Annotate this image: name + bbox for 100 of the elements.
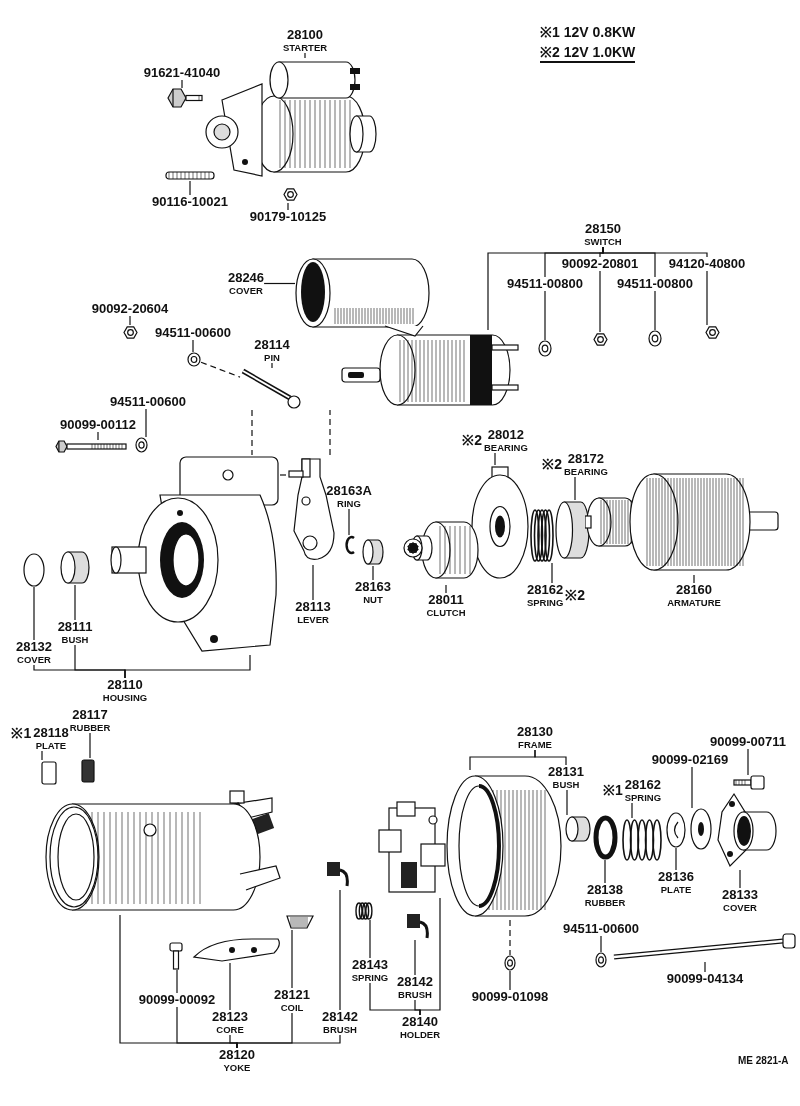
- note-mark: ※1: [602, 783, 623, 798]
- stop-collar-drawing: [362, 538, 384, 566]
- note-mark: ※2: [542, 457, 562, 472]
- leader-line: [33, 586, 35, 641]
- part-number: 90179-10125: [249, 210, 327, 224]
- part-name: RUBBER: [584, 897, 626, 908]
- leader-line: [414, 939, 416, 976]
- part-number: 28100: [286, 28, 324, 42]
- part-number: 28143: [351, 958, 389, 972]
- lock-washer-drawing: [595, 952, 607, 968]
- part-number: 28142: [321, 1010, 359, 1024]
- part-name: BEARING: [484, 442, 528, 453]
- part-number: 94511-00600: [563, 922, 639, 936]
- assembly-line: [329, 409, 331, 456]
- part-number: 90099-01098: [471, 990, 549, 1004]
- bolt-drawing: [167, 88, 203, 108]
- part-number: 28160: [675, 583, 713, 597]
- part-number: 94511-00800: [617, 277, 693, 291]
- part-number: 28132: [15, 640, 53, 654]
- note-mark: ※1: [11, 726, 32, 741]
- part-number: 28011: [428, 593, 464, 607]
- leader-line: [631, 802, 633, 819]
- leader-line: [599, 270, 601, 333]
- brush-drawing: [405, 912, 430, 940]
- part-number: 28111: [57, 620, 93, 634]
- coil-drawing: [285, 912, 315, 930]
- cover-cap-drawing: [23, 553, 45, 587]
- leader-line: [693, 574, 695, 584]
- part-name: COVER: [17, 654, 51, 665]
- part-number: 94511-00600: [155, 326, 231, 340]
- part-name: FRAME: [518, 739, 552, 750]
- leader-line: [189, 180, 191, 196]
- part-name: PLATE: [660, 884, 692, 895]
- bearing-plate-drawing: [470, 465, 530, 580]
- spring-drawing: [622, 818, 662, 862]
- leader-line: [287, 202, 289, 211]
- part-number: 94511-00600: [110, 395, 186, 409]
- leader-line: [706, 270, 708, 326]
- part-number: 90099-00092: [138, 993, 216, 1007]
- leader-line: [602, 246, 656, 278]
- stud-bolt-drawing: [165, 170, 215, 181]
- leader-line: [304, 52, 306, 59]
- pole-core-drawing: [192, 937, 282, 963]
- leader-line: [192, 339, 194, 353]
- leader-line: [263, 282, 296, 285]
- part-name: SPRING: [526, 597, 564, 608]
- lock-washer-drawing: [135, 437, 148, 453]
- leader-line: [369, 919, 371, 959]
- leader-line: [339, 889, 341, 1011]
- part-name: COVER: [229, 285, 263, 296]
- part-name: HOUSING: [102, 692, 148, 703]
- through-bolt-drawing: [612, 932, 797, 962]
- bearing-drawing: [555, 500, 590, 560]
- note-mark: ※2: [565, 588, 586, 603]
- leader-line: [291, 929, 293, 989]
- leader-line: [271, 362, 273, 369]
- part-number: 90099-00711: [710, 735, 786, 749]
- leader-line: [74, 584, 76, 621]
- part-name: HOLDER: [399, 1029, 441, 1040]
- leader-line: [739, 869, 741, 889]
- assembly-line: [509, 919, 511, 956]
- part-number: 28123: [211, 1010, 249, 1024]
- leader-line: [181, 79, 183, 89]
- leader-line: [566, 789, 568, 816]
- bolt-drawing: [55, 440, 127, 453]
- part-number: 28163A: [326, 484, 372, 498]
- washer-drawing: [504, 955, 516, 971]
- spring-drawing: [530, 508, 554, 563]
- nut-drawing: [123, 325, 138, 340]
- leader-line: [312, 564, 314, 601]
- leader-line: [544, 290, 546, 341]
- part-number: 91621-41040: [143, 66, 221, 80]
- leader-line: [534, 749, 567, 766]
- part-number: 28162: [527, 583, 564, 597]
- part-name: SPRING: [351, 972, 389, 983]
- leader-line: [445, 584, 447, 594]
- part-name: SWITCH: [584, 236, 622, 247]
- cover-drawing: [295, 258, 430, 338]
- part-name: RUBBER: [69, 722, 111, 733]
- part-name: BRUSH: [398, 989, 432, 1000]
- part-number: 94511-00800: [507, 277, 583, 291]
- part-name: LEVER: [297, 614, 329, 625]
- drawing-code: ME 2821-A: [738, 1055, 789, 1066]
- snap-ring-drawing: [342, 535, 356, 555]
- part-number: 28136: [657, 870, 695, 884]
- part-name: NUT: [363, 594, 383, 605]
- leader-line: [372, 565, 374, 581]
- lock-washer-drawing: [187, 352, 201, 367]
- part-name: PLATE: [35, 740, 67, 751]
- leader-line: [747, 748, 749, 776]
- part-number: 28138: [586, 883, 624, 897]
- rubber-drawing: [80, 758, 96, 784]
- part-number: 28120: [218, 1048, 256, 1062]
- part-name: ARMATURE: [667, 597, 721, 608]
- plate-drawing: [666, 812, 686, 848]
- part-name: STARTER: [282, 42, 328, 53]
- spec-note: ※1 12V 0.8KW: [540, 23, 636, 41]
- part-number: 28150: [584, 222, 622, 236]
- lock-washer-drawing: [538, 340, 552, 357]
- part-name: COVER: [723, 902, 757, 913]
